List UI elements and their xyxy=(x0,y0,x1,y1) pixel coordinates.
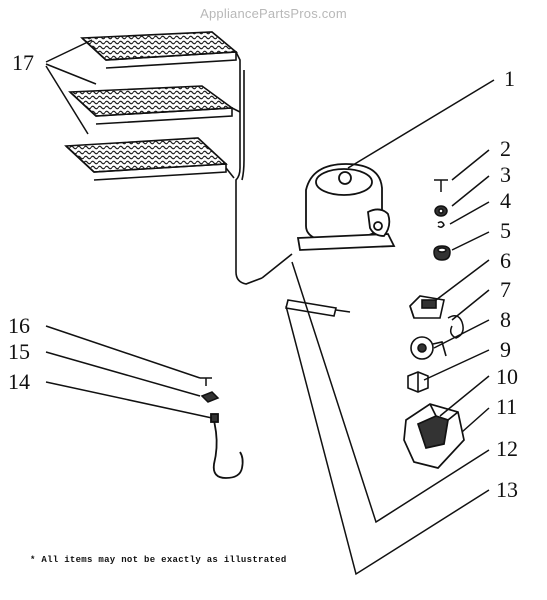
callout-12: 12 xyxy=(496,436,518,461)
evaporator-shelf-top xyxy=(80,31,241,120)
capacitor-part-9 xyxy=(407,371,429,393)
callout-4: 4 xyxy=(500,188,511,213)
grommet-part-5 xyxy=(433,245,451,261)
callout-17: 17 xyxy=(12,50,34,75)
drier-part-13 xyxy=(285,299,351,317)
callout-10: 10 xyxy=(496,364,518,389)
callout-1: 1 xyxy=(504,66,515,91)
callout-11: 11 xyxy=(496,394,517,419)
relay-part-6 xyxy=(409,295,445,319)
callout-9: 9 xyxy=(500,337,511,362)
callout-8: 8 xyxy=(500,307,511,332)
washer-part-3 xyxy=(434,205,448,217)
leader-lines xyxy=(45,39,495,576)
watermark: AppliancePartsPros.com xyxy=(200,6,347,21)
screw-part-16 xyxy=(200,377,212,386)
callout-13: 13 xyxy=(496,477,518,502)
clip-part-4 xyxy=(437,221,445,229)
tubing-part-14 xyxy=(210,413,244,479)
callout-15: 15 xyxy=(8,339,30,364)
cover-part-11 xyxy=(403,403,465,469)
callout-6: 6 xyxy=(500,248,511,273)
callout-5: 5 xyxy=(500,218,511,243)
clamp-part-15 xyxy=(200,391,220,403)
evaporator-shelf-bottom xyxy=(64,137,228,181)
compressor xyxy=(296,163,396,251)
callout-2: 2 xyxy=(500,136,511,161)
screw-part-2 xyxy=(434,179,448,192)
evaporator-shelf-middle xyxy=(68,85,241,125)
overload-protector-part-8 xyxy=(410,336,447,360)
callout-14: 14 xyxy=(8,369,30,394)
refrigerant-tubing xyxy=(225,70,293,285)
callout-3: 3 xyxy=(500,162,511,187)
illustration-note: * All items may not be exactly as illust… xyxy=(30,555,287,565)
callout-16: 16 xyxy=(8,313,30,338)
callout-7: 7 xyxy=(500,277,511,302)
